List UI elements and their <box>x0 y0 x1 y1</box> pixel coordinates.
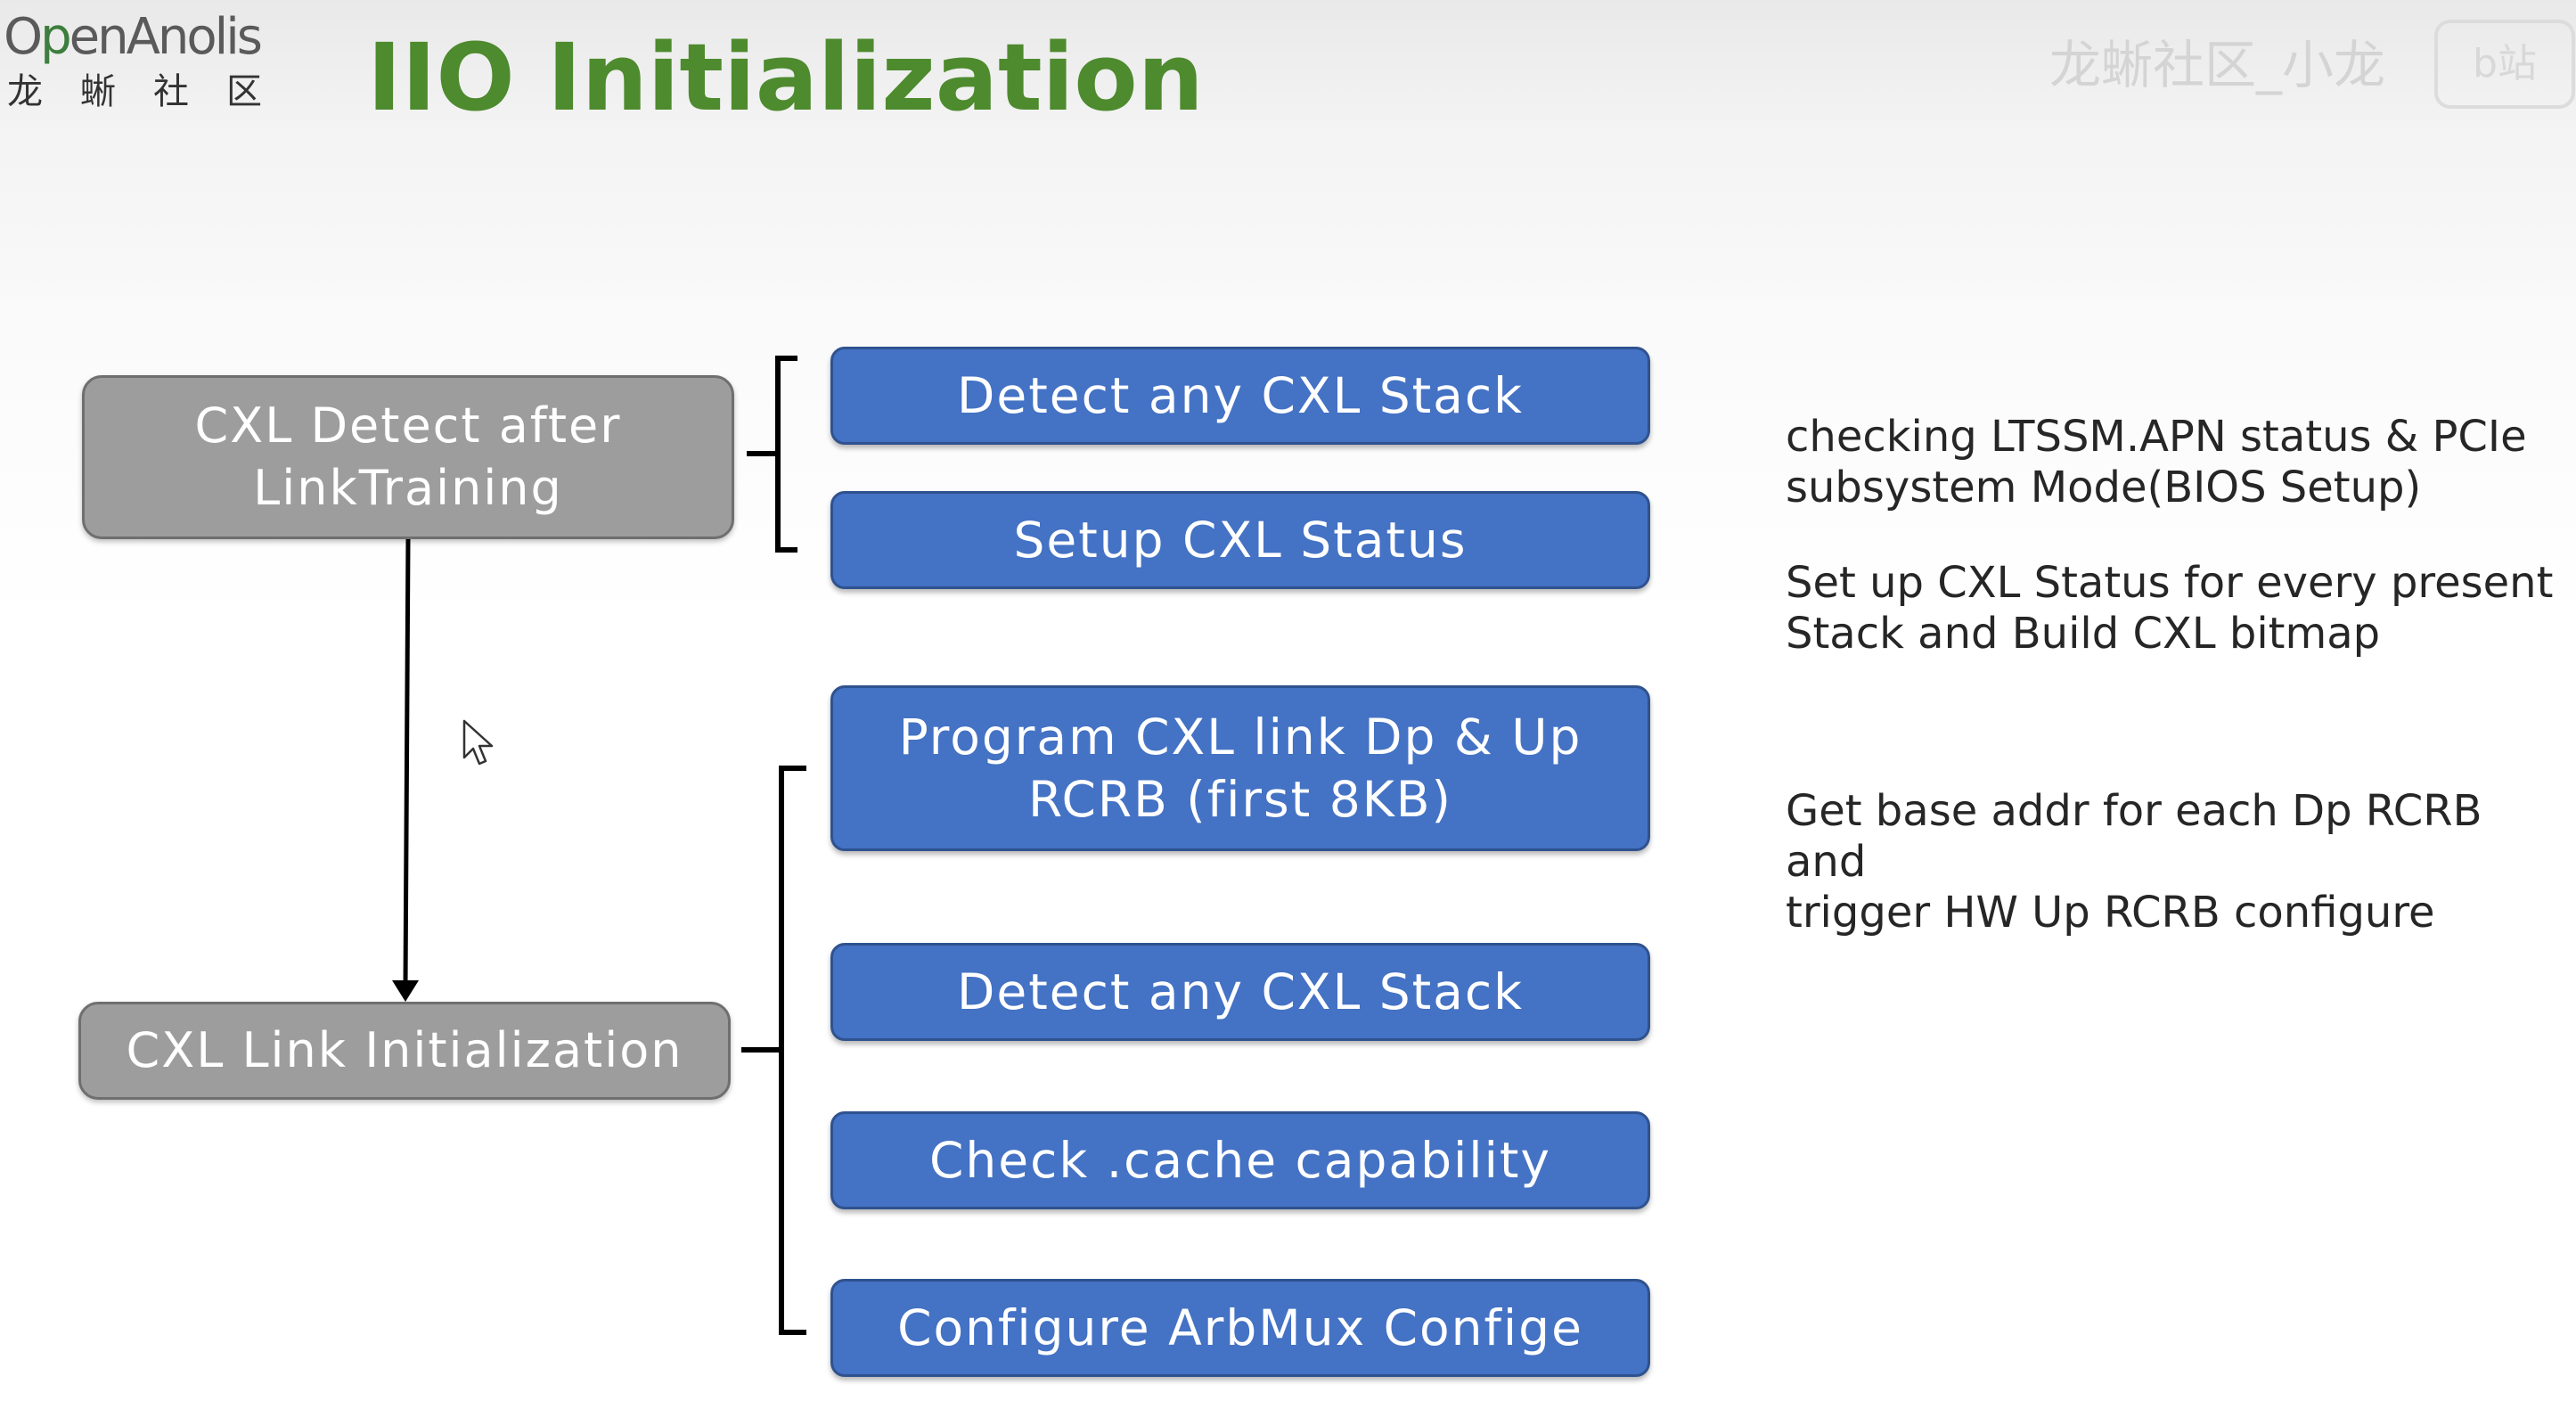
note-cxl-status-bitmap: Set up CXL Status for every present Stac… <box>1786 558 2554 659</box>
step-check-cache-capability: Check .cache capability <box>830 1111 1650 1209</box>
note-ltssm-check: checking LTSSM.APN status & PCIe subsyst… <box>1786 412 2527 512</box>
logo-green-letter: p <box>40 8 72 66</box>
phase-cxl-detect-after-linktraining: CXL Detect after LinkTraining <box>82 375 734 539</box>
step-setup-cxl-status: Setup CXL Status <box>830 491 1650 589</box>
phase-cxl-link-initialization: CXL Link Initialization <box>78 1002 731 1100</box>
logo-prefix: O <box>4 8 43 66</box>
step-program-cxl-link-rcrb: Program CXL link Dp & Up RCRB (first 8KB… <box>830 685 1650 851</box>
watermark-badge: b站 <box>2434 20 2575 109</box>
logo-rest: enAnolis <box>69 8 263 66</box>
upper-bracket <box>775 356 797 553</box>
watermark-text: 龙蜥社区_小龙 <box>2049 35 2386 95</box>
logo-wordmark: OpenAnolis <box>4 4 263 71</box>
step-detect-cxl-stack-2: Detect any CXL Stack <box>830 943 1650 1041</box>
lower-bracket <box>779 766 806 1335</box>
note-rcrb-base-addr: Get base addr for each Dp RCRB and trigg… <box>1786 786 2482 938</box>
step-configure-arbmux: Configure ArbMux Confige <box>830 1279 1650 1377</box>
flow-arrowhead <box>392 980 419 1002</box>
step-detect-cxl-stack: Detect any CXL Stack <box>830 347 1650 445</box>
page-title: IIO Initialization <box>367 23 1204 132</box>
mouse-pointer-icon <box>462 719 494 766</box>
flow-arrow <box>403 538 411 987</box>
logo-subtitle: 龙蜥社区 <box>7 71 299 112</box>
openanolis-logo: OpenAnolis 龙蜥社区 <box>4 4 307 119</box>
